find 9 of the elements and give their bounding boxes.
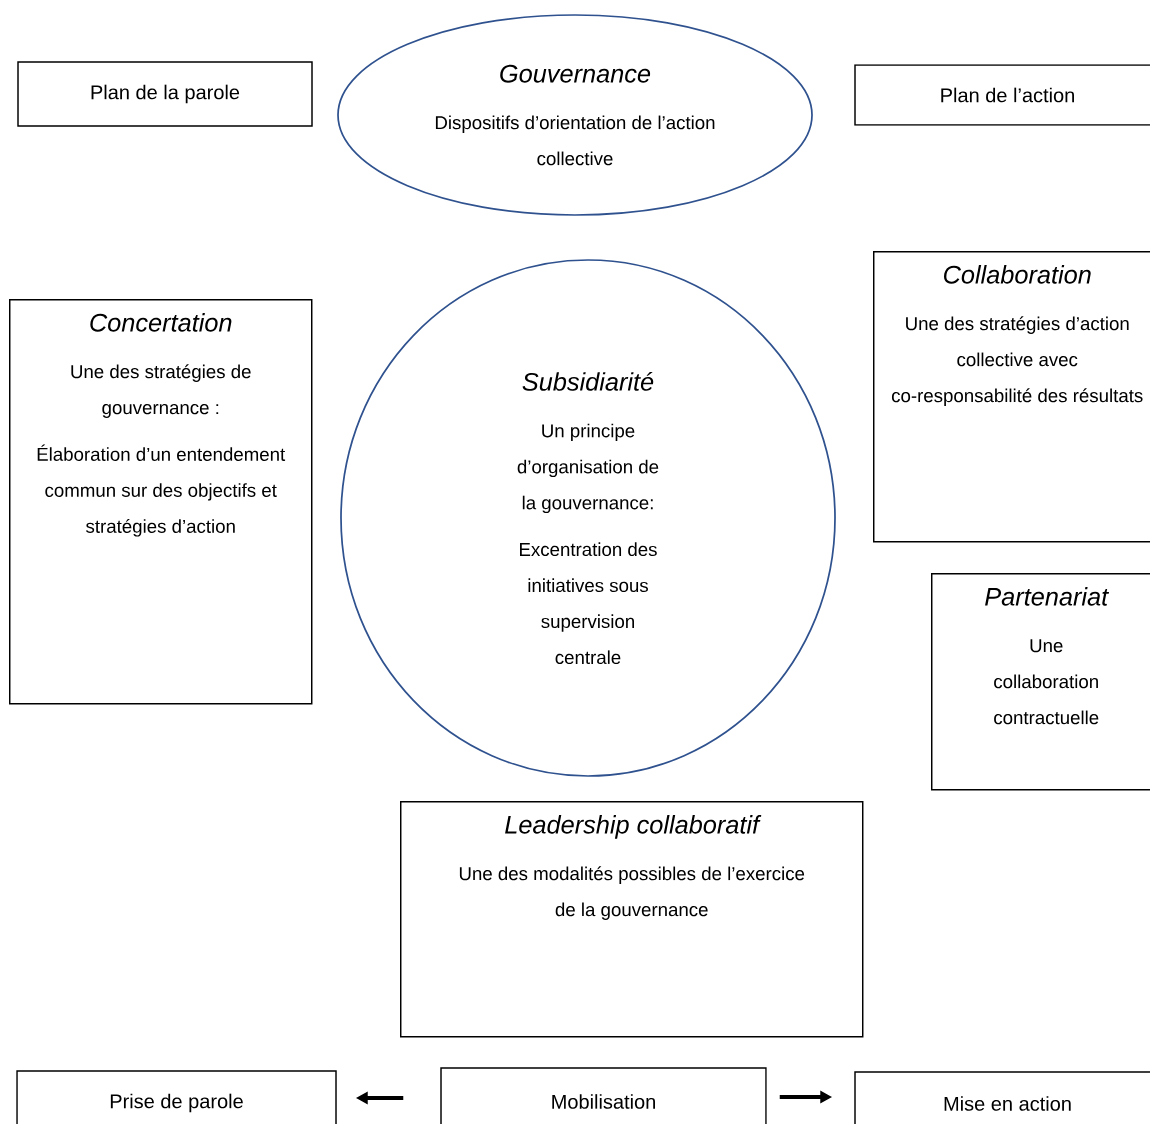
- label-box: Mise en action: [854, 1071, 1150, 1124]
- text-box: Partenariat Une collaboration contractuelle: [931, 573, 1150, 791]
- text-box: Collaboration Une des stratégies d’action collective avec co-responsabilité des résultats: [873, 251, 1150, 543]
- label-box: Prise de parole: [16, 1070, 337, 1124]
- label-box: Mobilisation: [440, 1067, 767, 1124]
- label-box: Plan de la parole: [17, 61, 313, 127]
- label-box: Plan de l’action: [854, 64, 1150, 126]
- text-box: Concertation Une des stratégies de gouvernance : Élaboration d’un entendement commun sur des objectifs et stratégies d’action: [9, 299, 313, 705]
- text-box: Leadership collaboratif Une des modalités possibles de l’exercice de la gouvernance: [400, 801, 864, 1038]
